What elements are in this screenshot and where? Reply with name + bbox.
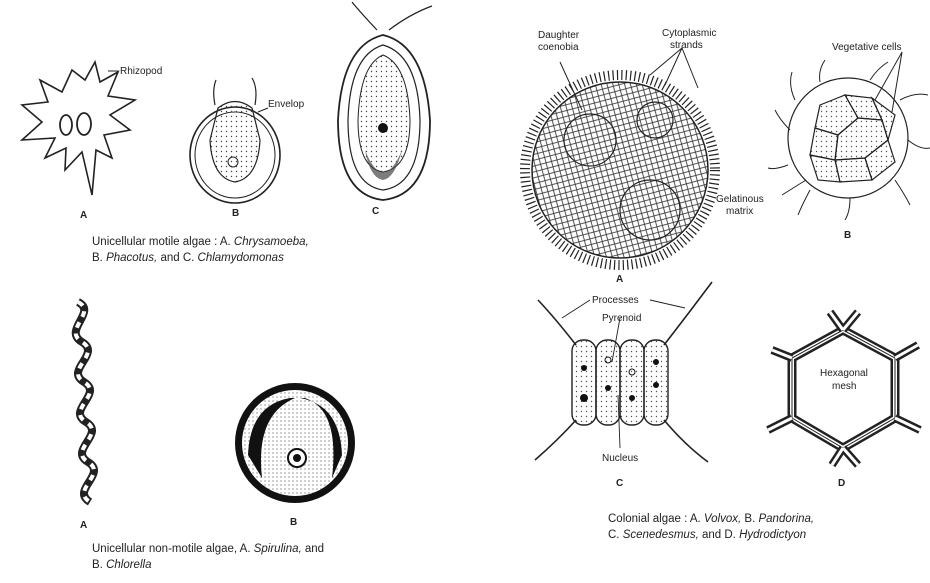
hexagonal-mesh-label-2: mesh [832, 381, 856, 392]
rhizopod-label: Rhizopod [120, 66, 162, 77]
caption-volvox: Volvox, [704, 513, 741, 525]
letter-b-pandorina: B [844, 230, 851, 241]
volvox-drawing [525, 48, 715, 265]
left-figure-panel: Rhizopod A Envelop B C [0, 0, 455, 583]
caption-unicellular-nonmotile: Unicellular non-motile algae, A. Spiruli… [92, 541, 452, 573]
caption-spirulina: Spirulina, [254, 543, 302, 555]
pandorina-drawing [768, 52, 930, 220]
cytoplasmic-strands-label-1: Cytoplasmic [662, 28, 716, 39]
vegetative-cells-label: Vegetative cells [832, 42, 902, 53]
caption-c-prefix: and C. [160, 252, 194, 264]
caption-phacotus: Phacotus, [106, 252, 157, 264]
caption-unicellular-motile: Unicellular motile algae : A. Chrysamoeb… [92, 234, 452, 266]
caption-motile-prefix: Unicellular motile algae : A. [92, 236, 231, 248]
right-figure-panel: Daughter coenobia Cytoplasmic strands A … [520, 0, 930, 583]
daughter-coenobia-label-2: coenobia [538, 42, 579, 53]
letter-b-phacotus: B [232, 208, 239, 219]
caption-chrysamoeba: Chrysamoeba, [234, 236, 309, 248]
caption-b2-prefix: B. [92, 559, 103, 571]
caption-b-prefix: B. [92, 252, 103, 264]
letter-c-scenedesmus: C [616, 478, 623, 489]
letter-c-chlamydomonas: C [372, 206, 379, 217]
daughter-coenobia-label-1: Daughter [538, 30, 580, 41]
letter-d-hydrodictyon: D [838, 478, 845, 489]
cytoplasmic-strands-label-2: strands [670, 40, 703, 51]
chlorella-drawing [235, 383, 355, 503]
scenedesmus-drawing [535, 282, 712, 462]
chrysamoeba-drawing [22, 62, 135, 195]
caption-nonmotile-prefix: Unicellular non-motile algae, A. [92, 543, 251, 555]
spirulina-drawing [76, 302, 94, 502]
caption-scenedesmus: Scenedesmus, [623, 529, 699, 541]
pyrenoid-label: Pyrenoid [602, 313, 641, 324]
caption-chlamydomonas: Chlamydomonas [198, 252, 284, 264]
caption-chlorella: Chlorella [106, 559, 151, 571]
phacotus-drawing [190, 78, 280, 203]
processes-label: Processes [592, 295, 639, 306]
caption-and: and [305, 543, 324, 555]
caption-colonial-prefix: Colonial algae : A. [608, 513, 701, 525]
caption-colonial-d-prefix: and D. [702, 529, 736, 541]
caption-hydrodictyon: Hydrodictyon [739, 529, 806, 541]
gelatinous-matrix-label-1: Gelatinous [716, 194, 764, 205]
nucleus-label: Nucleus [602, 453, 638, 464]
caption-colonial-c-prefix: C. [608, 529, 620, 541]
caption-colonial-b-prefix: B. [744, 513, 755, 525]
caption-colonial-algae: Colonial algae : A. Volvox, B. Pandorina… [608, 511, 930, 543]
caption-pandorina: Pandorina, [758, 513, 814, 525]
letter-a-volvox: A [616, 274, 623, 285]
right-figure-drawing: Daughter coenobia Cytoplasmic strands A … [520, 0, 930, 583]
letter-a-chrysamoeba: A [80, 210, 87, 221]
envelop-label: Envelop [268, 99, 305, 110]
letter-a-spirulina: A [80, 520, 87, 531]
left-figure-drawing: Rhizopod A Envelop B C [0, 0, 455, 583]
hexagonal-mesh-label-1: Hexagonal [820, 368, 868, 379]
gelatinous-matrix-label-2: matrix [726, 206, 753, 217]
chlamydomonas-drawing [338, 2, 432, 200]
letter-b-chlorella: B [290, 517, 297, 528]
